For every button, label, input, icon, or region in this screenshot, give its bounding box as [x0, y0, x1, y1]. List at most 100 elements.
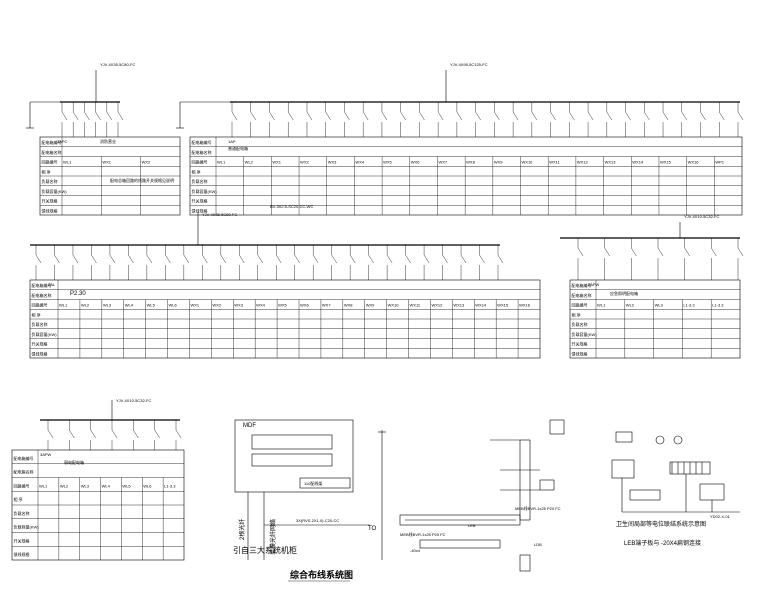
box-a-name: 消防营业	[100, 138, 116, 144]
column-header: WX16	[688, 160, 700, 165]
row-label: 负载容量(KW)	[32, 331, 58, 337]
leb-label: LEB	[468, 523, 476, 528]
incoming-label-c: YJV-4X35-5C80-FC	[202, 212, 237, 217]
row-label: 回路编号	[14, 482, 30, 488]
column-header: WX6	[300, 303, 309, 308]
breaker-branch	[257, 245, 263, 280]
breaker-branch	[456, 102, 463, 137]
row-label: 负载名称	[192, 178, 208, 184]
breaker-branch	[606, 102, 612, 137]
breaker-branch	[106, 102, 112, 137]
box-d-name: 应急照明配电箱	[610, 290, 638, 296]
breaker-branch	[117, 102, 124, 137]
row-label: 相 序	[14, 496, 23, 502]
row-label: 相 序	[32, 311, 41, 317]
breaker-branch	[54, 245, 60, 280]
breaker-branch	[202, 245, 208, 280]
breaker-branch	[362, 102, 369, 137]
breaker-branch	[306, 102, 313, 137]
column-header: WL6	[169, 303, 178, 308]
breaker-branch	[109, 245, 116, 280]
breaker-branch	[128, 245, 134, 280]
breaker-branch	[288, 102, 294, 137]
breaker-branch	[250, 102, 256, 137]
column-header: WX6	[411, 160, 420, 165]
breaker-branch	[604, 238, 610, 280]
breaker-branch	[681, 102, 687, 137]
cabinet-note: 引自三大系统机柜	[233, 545, 297, 555]
row-label: 馈线规格	[42, 207, 58, 213]
breaker-branch	[512, 102, 519, 137]
meb-label-1: MEB线BVR-1x25 P20 FC	[515, 505, 561, 511]
box-a-note: 配电总箱回路的线路开关规格见说明	[110, 177, 174, 183]
breaker-branch	[344, 102, 350, 137]
breaker-branch	[84, 102, 90, 137]
column-header: WX15	[660, 160, 672, 165]
box-c-name: P2.30	[70, 291, 86, 297]
bathroom-title: 卫生间局部等电位联结系统示意图	[616, 520, 706, 528]
breaker-branch	[419, 102, 425, 137]
breaker-branch	[47, 420, 54, 450]
column-header: L1-3.3	[712, 303, 724, 308]
breaker-branch	[497, 245, 504, 280]
row-label: 回路编号	[572, 302, 588, 308]
column-header: WX8	[344, 303, 353, 308]
breaker-branch	[35, 245, 42, 280]
column-header: WX4	[355, 160, 364, 165]
column-header: WX2	[142, 160, 151, 165]
column-header: WL1	[217, 160, 226, 165]
box-e-name: 弱电配电箱	[64, 459, 84, 465]
breaker-branch	[95, 102, 101, 137]
breaker-branch	[231, 102, 238, 137]
box-c-id: 2AL	[48, 282, 56, 287]
box-d-id: 2APW	[588, 282, 600, 287]
breaker-branch	[325, 102, 331, 137]
column-header: WX5	[278, 303, 287, 308]
breaker-branch	[587, 102, 594, 137]
bathroom-equipotential-diagram: 卫生间局部等电位联结系统示意图 YD02-X-01 LEB端子板与 -20X4扁…	[611, 431, 740, 547]
row-label: 回路编号	[42, 159, 58, 165]
breaker-branch	[368, 245, 374, 280]
distribution-diagram-1: YJV-4X35-5C80-FC YJV-4X95-5C125-FC 配电箱编号…	[26, 62, 744, 216]
breaker-branch	[737, 238, 744, 280]
column-header: WX8	[466, 160, 475, 165]
equipotential-diagram: MEB线BVR-1x25 P20 FC MEB线BVR-1x25 P20 FC …	[378, 419, 565, 572]
column-header: WL4	[102, 483, 111, 488]
breaker-branch	[577, 238, 584, 280]
breaker-branch	[72, 102, 79, 137]
column-header: WX10	[522, 160, 534, 165]
breaker-branch	[276, 245, 282, 280]
feeder-label-1: BV-3X2.5-SC20-CC-WC	[270, 204, 313, 209]
row-label: 开关规格	[42, 198, 58, 204]
column-header: WX13	[605, 160, 617, 165]
vertical-fiber-label-2: 单模光纤网络	[269, 519, 277, 555]
row-label: 馈线规格	[14, 551, 30, 557]
flat-steel-label: -40x4	[410, 548, 421, 553]
box-b-name: 普通配电箱	[228, 145, 248, 151]
row-label: 回路编号	[192, 159, 208, 165]
integrated-wiring-diagram: MDF 110配线架 2根光纤 单模光纤网络 3X(RVS-2X1.0)-C20…	[233, 419, 377, 582]
breaker-branch	[91, 245, 97, 280]
column-header: WL1	[63, 160, 72, 165]
breaker-branch	[61, 102, 68, 137]
column-header: WX11	[549, 160, 560, 165]
bathroom-ref: YD02-X-01	[710, 514, 731, 519]
box-a-id: 1APC	[57, 139, 68, 144]
column-header: WX15	[497, 303, 509, 308]
mdf-label: MDF	[243, 423, 256, 429]
row-label: 配电箱名称	[14, 469, 34, 475]
row-label: 负载容量(KW)	[572, 331, 598, 337]
column-header: WL1	[597, 303, 606, 308]
row-label: 馈线规格	[32, 350, 48, 356]
incoming-label-d: YJV-4X10-5C32-FC	[684, 214, 719, 219]
column-header: L1-3.3	[164, 483, 176, 488]
row-label: 负载名称	[14, 510, 30, 516]
row-label: 负载容量(KW)	[14, 524, 40, 530]
breaker-branch	[442, 245, 448, 280]
breaker-branch	[631, 238, 637, 280]
breaker-branch	[154, 420, 160, 450]
row-label: 配电箱名称	[572, 292, 592, 298]
breaker-branch	[700, 102, 706, 137]
